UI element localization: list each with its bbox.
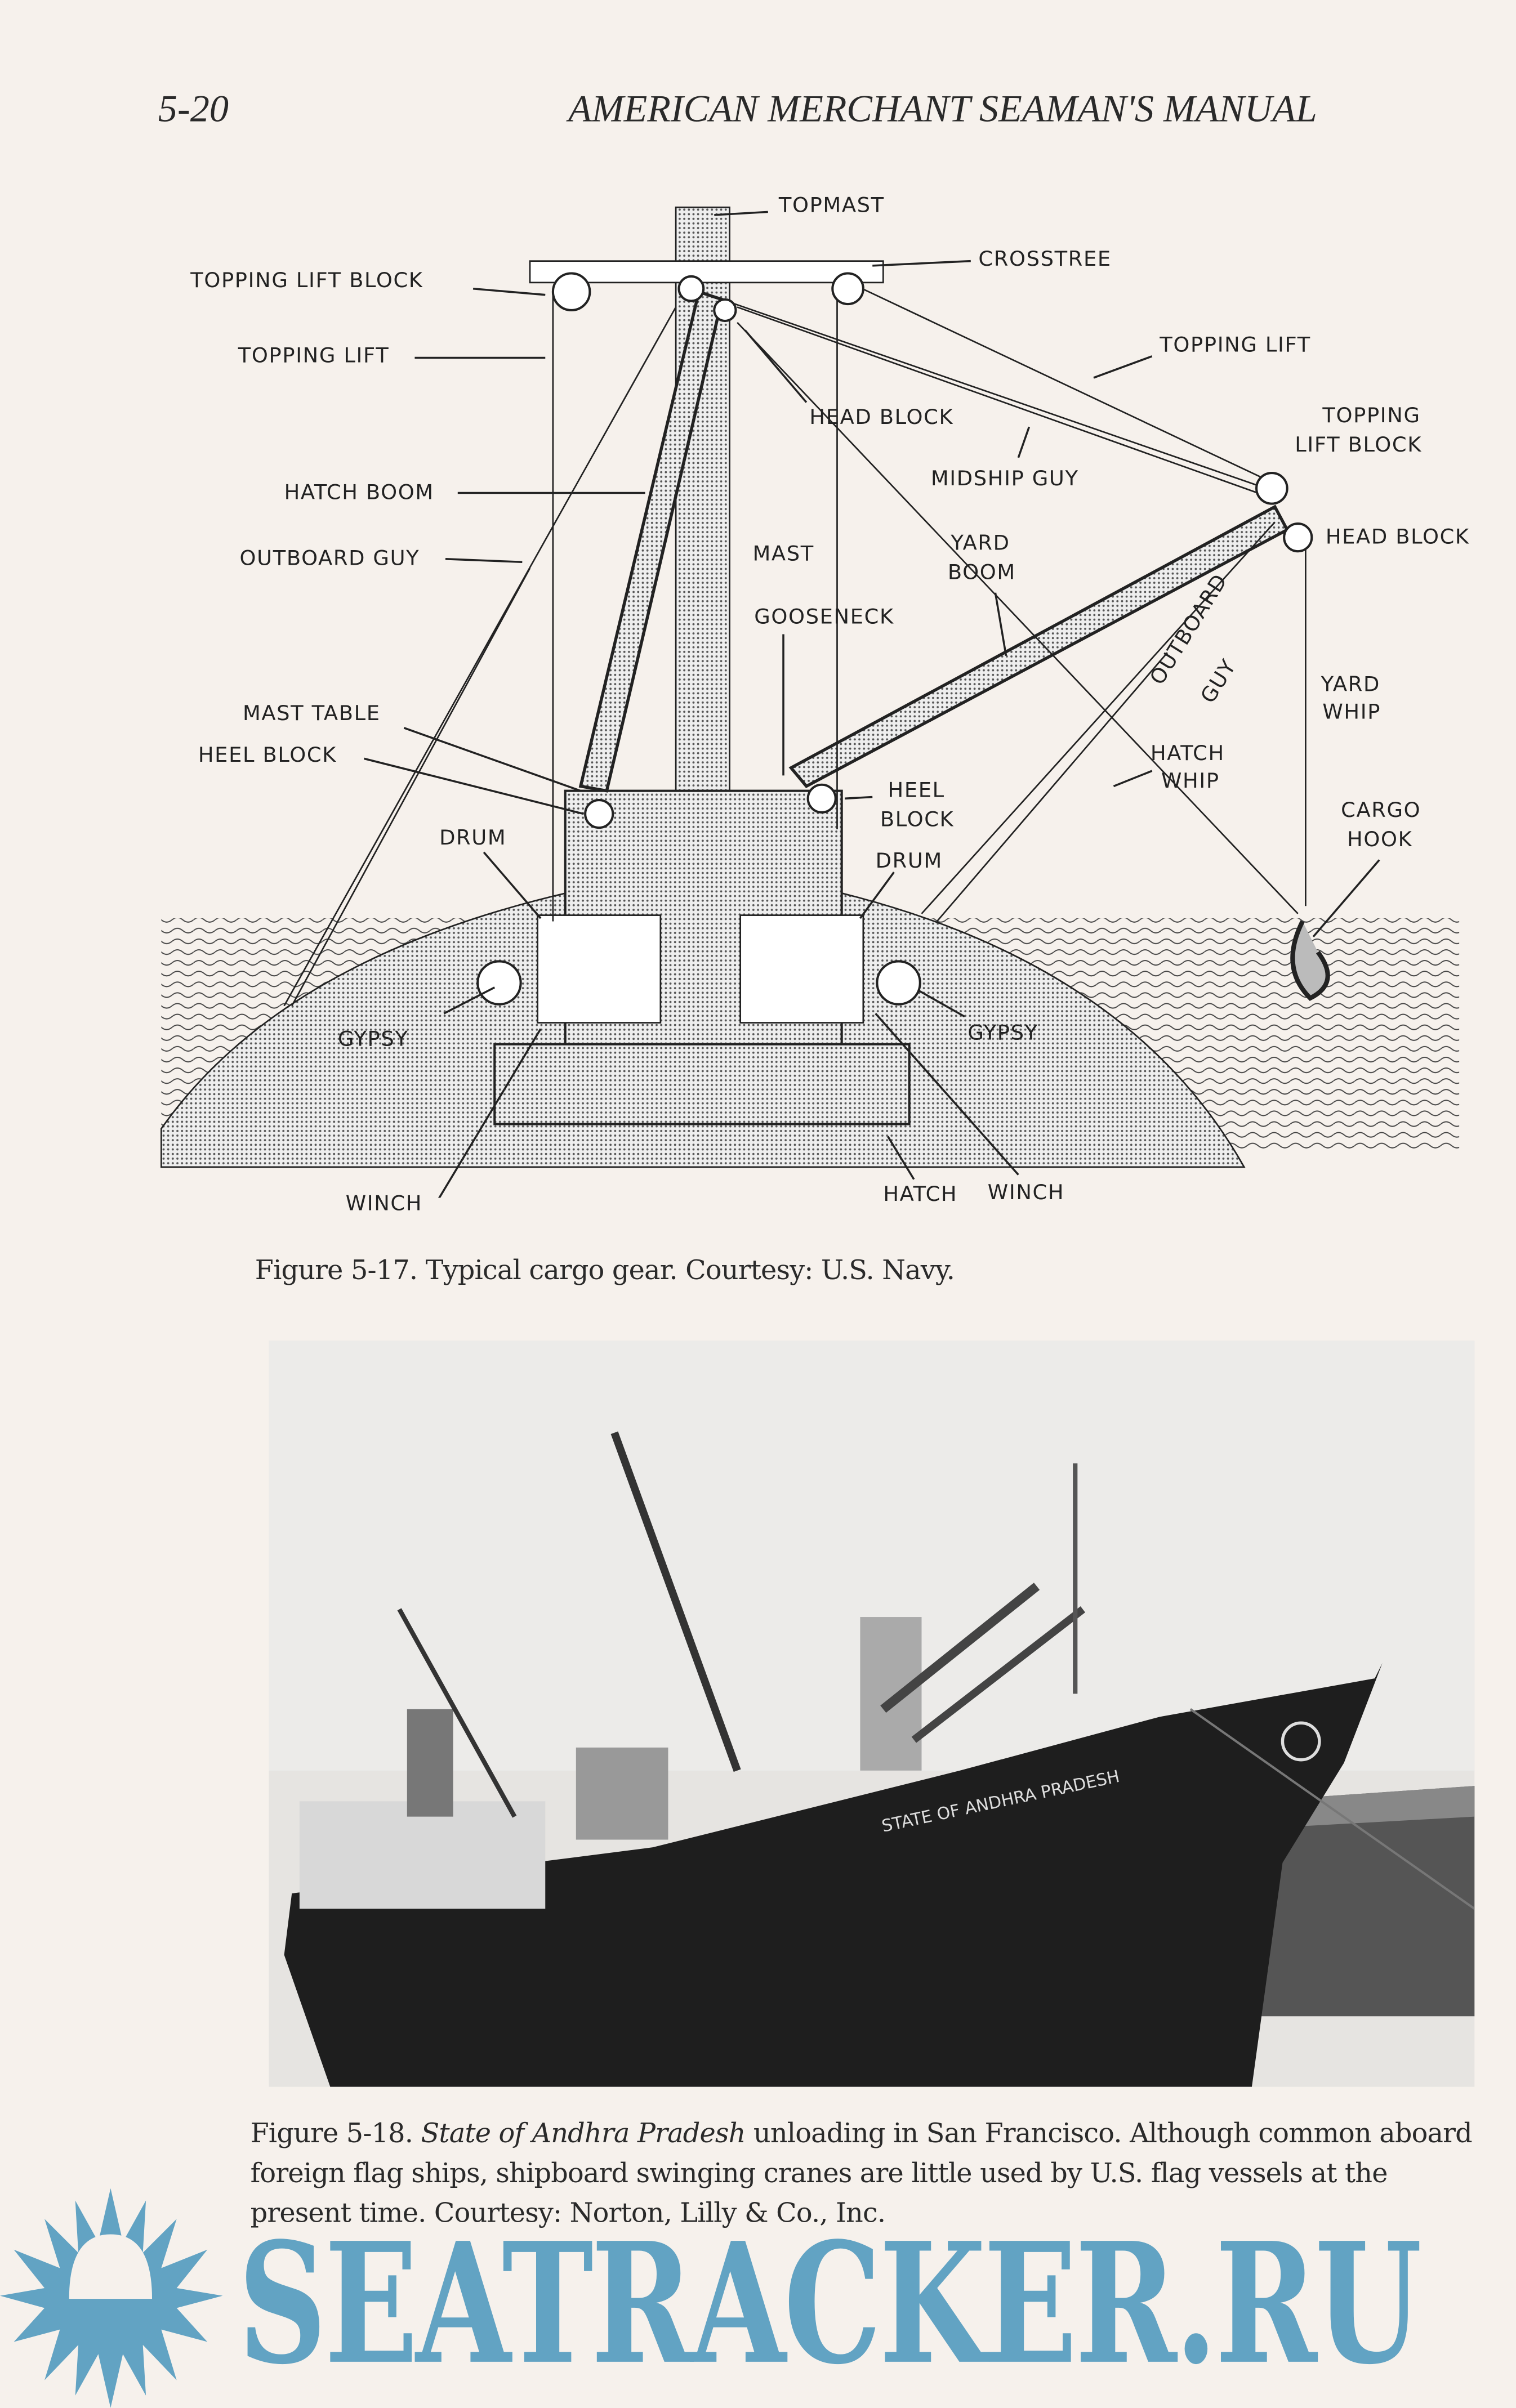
label-drum-right: DRUM [875, 849, 943, 874]
cargo-gear-diagram [160, 206, 1460, 1198]
label-winch-left: WINCH [345, 1191, 423, 1217]
caption-ship-name: State of Andhra Pradesh [421, 2119, 746, 2150]
label-topmast: TOPMAST [778, 193, 885, 218]
label-heel-block-right-2: BLOCK [880, 807, 955, 833]
label-yard-boom-1: YARD [951, 531, 1010, 556]
ship-photo: STATE OF ANDHRA PRADESH [269, 1341, 1475, 2087]
label-gypsy-right: GYPSY [967, 1021, 1038, 1046]
label-topping-lift: TOPPING LIFT [238, 343, 390, 369]
label-cargo-hook-1: CARGO [1341, 798, 1421, 823]
caption-prefix: Figure 5-18. [250, 2119, 421, 2150]
label-drum-left: DRUM [439, 826, 507, 851]
label-topping-lift-block: TOPPING LIFT BLOCK [190, 269, 423, 293]
label-crosstree: CROSSTREE [978, 247, 1112, 272]
label-head-block-right: HEAD BLOCK [1325, 525, 1470, 550]
page-number: 5-20 [158, 89, 229, 131]
label-yard-whip-2: WHIP [1322, 700, 1381, 725]
figure-5-17-caption: Figure 5-17. Typical cargo gear. Courtes… [255, 1256, 955, 1287]
label-hatch-whip-1: HATCH [1150, 741, 1225, 767]
label-topping-lift-right: TOPPING LIFT [1160, 333, 1311, 358]
label-hatch: HATCH [883, 1182, 958, 1207]
label-gooseneck: GOOSENECK [754, 605, 894, 630]
label-yard-boom-2: BOOM [947, 560, 1016, 586]
book-title: AMERICAN MERCHANT SEAMAN'S MANUAL [568, 89, 1317, 131]
label-topping-lift-block-right-1: TOPPING [1322, 404, 1421, 428]
label-winch-right: WINCH [987, 1181, 1065, 1206]
label-outboard-guy: OUTBOARD GUY [239, 546, 420, 571]
watermark-text: SEATRACKER.RU [238, 2208, 1422, 2402]
label-midship-guy: MIDSHIP GUY [930, 467, 1079, 492]
label-hatch-whip-2: WHIP [1161, 769, 1220, 794]
label-heel-block: HEEL BLOCK [198, 743, 337, 768]
label-yard-whip-1: YARD [1321, 672, 1380, 698]
label-mast-table: MAST TABLE [242, 702, 381, 727]
sun-logo-icon [0, 2188, 223, 2408]
label-cargo-hook-2: HOOK [1347, 828, 1413, 852]
label-hatch-boom: HATCH BOOM [284, 480, 434, 506]
figure-5-18-caption: Figure 5-18. State of Andhra Pradesh unl… [251, 2115, 1492, 2235]
caption-text: unloading in San Francisco. Although com… [250, 2119, 1473, 2230]
label-gypsy-left: GYPSY [338, 1027, 409, 1052]
label-heel-block-right-1: HEEL [888, 778, 945, 803]
label-topping-lift-block-right-2: LIFT BLOCK [1295, 433, 1423, 458]
label-head-block: HEAD BLOCK [809, 405, 954, 430]
label-mast: MAST [752, 542, 814, 567]
